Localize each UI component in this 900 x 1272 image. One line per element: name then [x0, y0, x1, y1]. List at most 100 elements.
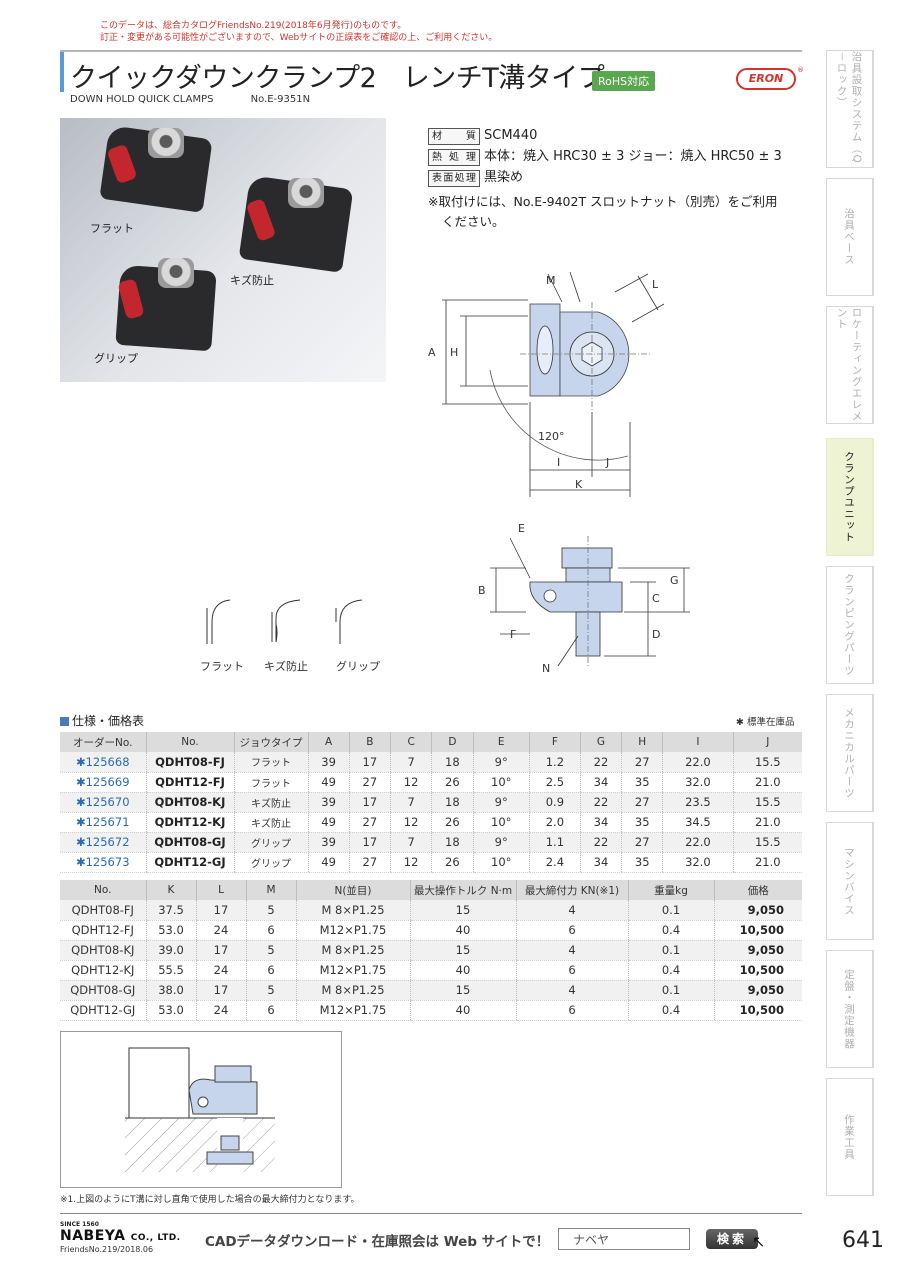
table-cell: 39: [307, 832, 350, 853]
table-cell: 24: [195, 1000, 246, 1021]
spec-row-surface: 表面処理 黒染め: [428, 168, 782, 188]
table-cell: グリップ: [233, 852, 308, 873]
table-cell: 32.0: [662, 852, 734, 873]
spec-table-heading: 仕様・価格表: [60, 712, 144, 729]
table-cell: 40: [409, 920, 516, 941]
clamp-scratch-guard-nut: [288, 178, 324, 208]
order-number-link[interactable]: ✱125673: [60, 852, 146, 873]
table-cell: QDHT12-KJ: [145, 812, 234, 833]
dim-label-c: C: [652, 592, 660, 605]
dim-label-j: J: [605, 456, 609, 469]
tab-label: 定盤・測定機器: [843, 968, 855, 1050]
col-header: ジョウタイプ: [233, 732, 308, 752]
table-cell: キズ防止: [233, 812, 308, 833]
table-cell: 49: [307, 852, 350, 873]
table-cell: 0.4: [627, 1000, 714, 1021]
tab-clamp-unit[interactable]: クランプユニット: [826, 438, 874, 556]
tab-mechanical-parts[interactable]: メカニカルパーツ: [826, 694, 874, 812]
spec-key: 材 質: [428, 127, 480, 145]
table-cell: 15.5: [732, 832, 802, 853]
table-cell: 1.2: [528, 752, 581, 773]
tab-label: 治具ベース: [843, 208, 855, 266]
tab-label: メカニカルパーツ: [843, 707, 855, 799]
tab-clamping-parts[interactable]: クランピングパーツ: [826, 566, 874, 684]
table-cell: 27: [621, 752, 663, 773]
table-cell: 17: [348, 832, 391, 853]
table-cell: 2.4: [528, 852, 581, 873]
table-cell: M12×P1.75: [295, 960, 410, 981]
table-cell: 26: [431, 772, 473, 793]
table-cell: 2.0: [528, 812, 581, 833]
tab-machine-vise[interactable]: マシンバイス: [826, 822, 874, 940]
col-header: L: [195, 880, 246, 900]
table-cell: 4: [515, 980, 628, 1001]
col-header: 価格: [713, 880, 802, 900]
col-header: No.: [145, 732, 234, 752]
stock-note: ✱ 標準在庫品: [736, 717, 795, 728]
table-cell: 27: [348, 772, 391, 793]
clamp-grip-nut: [158, 258, 194, 288]
table-cell: 6: [515, 920, 628, 941]
table-cell: 22: [579, 752, 622, 773]
table-cell: 5: [245, 980, 296, 1001]
dim-label-n: N: [542, 662, 550, 675]
slot-nut-base: [206, 1151, 254, 1165]
jaw-profile-grip: [339, 599, 363, 644]
table-cell: 0.4: [627, 920, 714, 941]
order-number-link[interactable]: ✱125672: [60, 832, 146, 853]
table-cell: QDHT08-KJ: [60, 940, 146, 961]
catalog-notice: このデータは、総合カタログFriendsNo.219(2018年6月発行)のもの…: [100, 20, 497, 44]
spec-value: 黒染め: [484, 170, 524, 185]
spec-key: 熱処理: [428, 148, 480, 166]
table-cell: M12×P1.75: [295, 1000, 410, 1021]
photo-label-scratch-guard: キズ防止: [230, 274, 274, 287]
table-cell: 6: [515, 960, 628, 981]
side-view-drawing: E B G C F D N: [478, 522, 690, 675]
company-logo: NABEYA CO., LTD.: [60, 1228, 181, 1244]
company-suffix: CO., LTD.: [130, 1233, 181, 1243]
slot-nut: [220, 1135, 240, 1151]
table-cell: QDHT12-KJ: [60, 960, 146, 981]
table-cell: グリップ: [233, 832, 308, 853]
table-cell: 40: [409, 1000, 516, 1021]
table-cell: 22.0: [662, 832, 734, 853]
search-input[interactable]: ナベヤ: [558, 1228, 690, 1250]
table-cell: 24: [195, 960, 246, 981]
product-photo: フラット キズ防止 グリップ: [60, 118, 386, 382]
tab-jig-system[interactable]: 治具設取システム（Q－ロック）: [826, 50, 874, 168]
table-cell: 49: [307, 812, 350, 833]
table-cell: 17: [348, 752, 391, 773]
tab-surface-plate[interactable]: 定盤・測定機器: [826, 950, 874, 1068]
search-button[interactable]: 検索: [706, 1229, 758, 1249]
table-cell: 34: [579, 852, 622, 873]
dim-label-angle: 120°: [538, 430, 565, 443]
dim-label-m: M: [546, 274, 556, 287]
order-number-link[interactable]: ✱125671: [60, 812, 146, 833]
order-number-link[interactable]: ✱125668: [60, 752, 146, 773]
tab-jig-base[interactable]: 治具ベース: [826, 178, 874, 296]
tab-work-tools[interactable]: 作業工具: [826, 1078, 874, 1196]
table-cell: 24: [195, 920, 246, 941]
usage-diagram: [60, 1031, 342, 1188]
table-cell: 39: [307, 792, 350, 813]
table-cell: 35: [621, 812, 663, 833]
dim-label-d: D: [652, 628, 660, 641]
tab-label: クランピングパーツ: [843, 573, 855, 677]
order-number-link[interactable]: ✱125670: [60, 792, 146, 813]
page-subtitle: DOWN HOLD QUICK CLAMPS No.E-9351N: [70, 94, 344, 105]
col-header: M: [245, 880, 296, 900]
order-number-link[interactable]: ✱125669: [60, 772, 146, 793]
rohs-badge: RoHS対応: [592, 71, 656, 91]
tab-locating-element[interactable]: ロケーティングエレメント: [826, 306, 874, 424]
table-cell: 5: [245, 940, 296, 961]
dim-label-e: E: [518, 522, 525, 535]
table-cell: 55.5: [145, 960, 196, 981]
table-cell: 34: [579, 772, 622, 793]
dim-label-a: A: [428, 346, 436, 359]
table-cell: 27: [348, 852, 391, 873]
